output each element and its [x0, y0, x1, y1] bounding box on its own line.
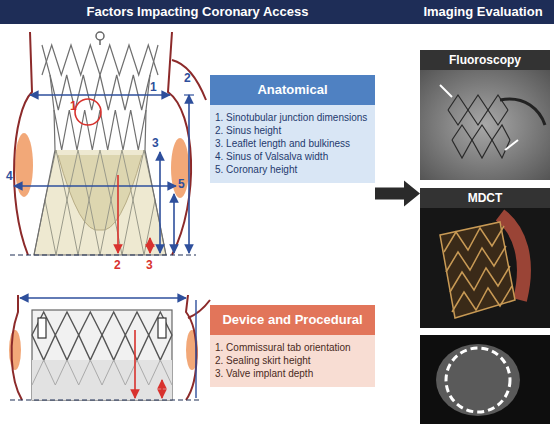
coronary-ostium	[15, 133, 33, 197]
list-item: 4. Sinus of Valsalva width	[210, 150, 375, 163]
frame-mesh	[32, 312, 172, 335]
coronary-vessel	[188, 300, 210, 318]
callout-number: 5	[178, 178, 185, 190]
callout-number: 3	[152, 137, 159, 149]
dimension-tick	[184, 94, 194, 95]
callout-number: 1	[150, 81, 157, 93]
dimension-line	[188, 95, 190, 253]
frame-loop	[96, 32, 104, 40]
dimension-line	[117, 175, 119, 253]
aortic-root-outline	[12, 295, 22, 400]
box-heading: Device and Procedural	[210, 305, 375, 335]
frame-mesh	[32, 335, 172, 360]
coronary-ostium	[171, 138, 189, 198]
aortic-root-outline	[14, 32, 32, 255]
annulus-line	[10, 399, 200, 400]
panel-label: MDCT	[420, 188, 550, 208]
panel-label: Fluoroscopy	[420, 50, 550, 70]
dimension-line	[161, 380, 163, 398]
list-item: 3. Leaflet length and bulkiness	[210, 137, 375, 150]
frame-strut	[99, 40, 101, 45]
ct-cross-section	[420, 335, 550, 424]
commissural-tab	[38, 318, 46, 338]
stent-mesh	[452, 140, 510, 158]
catheter	[500, 99, 545, 125]
pointer-arrow	[440, 85, 452, 97]
pointer-arrow	[505, 140, 518, 150]
list-item: 1. Sinotubular junction dimensions	[210, 105, 375, 124]
dimension-line	[30, 94, 170, 96]
list-item: 2. Sealing skirt height	[210, 354, 375, 367]
commissural-tab	[158, 318, 166, 338]
frame-outline	[34, 45, 166, 255]
header-band: Factors Impacting Coronary Access Imaging…	[0, 0, 554, 24]
stent-mesh	[446, 246, 506, 272]
header-text: Imaging Evaluation	[412, 0, 554, 24]
box-heading: Anatomical	[210, 75, 375, 105]
stent-mesh	[448, 110, 508, 125]
stent-mesh	[452, 125, 510, 140]
stent-mesh	[448, 95, 508, 110]
mdct-image	[420, 208, 550, 328]
callout-number: 2	[184, 72, 191, 84]
frame-mesh	[42, 45, 158, 75]
stent-mesh	[452, 286, 512, 312]
dimension-line	[149, 238, 151, 253]
dimension-line	[173, 194, 175, 253]
stent-shadow	[448, 95, 510, 158]
aortic-root-outline	[186, 295, 197, 400]
dimension-line	[14, 185, 176, 187]
callout-number: 4	[6, 170, 13, 182]
callout-number: 3	[146, 259, 153, 271]
image-panel: MDCT	[420, 188, 550, 328]
stent-mesh	[450, 266, 510, 292]
stent-render	[440, 222, 515, 318]
list-item: 5. Coronary height	[210, 163, 375, 183]
list-item: 1. Commissural tab orientation	[210, 335, 375, 354]
fluoroscopy-image	[420, 70, 550, 180]
callout-number: 1	[70, 100, 77, 112]
frame-mesh	[50, 75, 150, 110]
dimension-line	[195, 300, 196, 398]
frame-mesh	[45, 150, 155, 200]
coronary-vessel	[172, 60, 206, 100]
valve-frame	[32, 310, 172, 400]
frame-mesh	[34, 200, 166, 255]
image-panel: Fluoroscopy	[420, 50, 550, 180]
callout-circle	[75, 99, 101, 125]
header-text: Factors Impacting Coronary Access	[0, 0, 395, 24]
stent-mesh	[444, 226, 504, 252]
callout-number: 2	[114, 259, 121, 271]
list-item: 2. Sinus height	[210, 124, 375, 137]
aortic-root-outline	[168, 32, 191, 255]
dimension-line	[159, 152, 161, 253]
stent-ring	[446, 348, 510, 412]
factor-box: Anatomical1. Sinotubular junction dimens…	[210, 75, 375, 183]
sealing-skirt	[32, 360, 172, 400]
annulus-tissue	[436, 344, 520, 416]
stent-body	[440, 222, 515, 318]
valve-skirt	[34, 150, 166, 255]
flow-arrow	[375, 181, 420, 207]
dimension-line	[134, 330, 136, 398]
annulus-line	[10, 254, 196, 255]
dimension-line	[20, 297, 186, 299]
list-item: 3. Valve implant depth	[210, 367, 375, 387]
frame-mesh	[32, 360, 172, 385]
factor-box: Device and Procedural1. Commissural tab …	[210, 305, 375, 387]
